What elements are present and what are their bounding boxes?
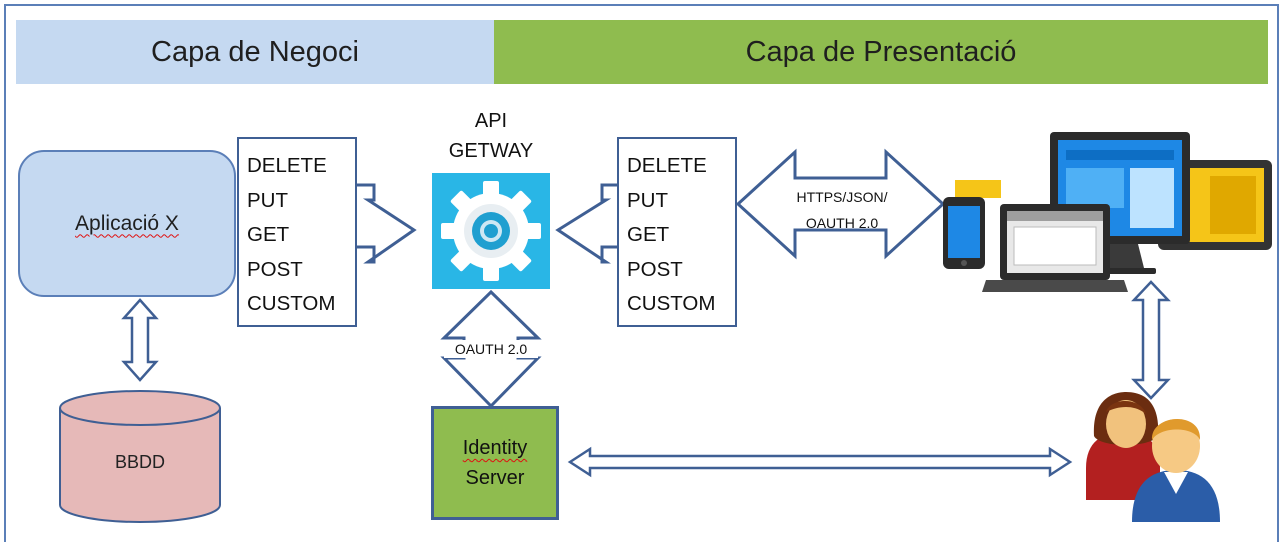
identity-server-box: Identity Server: [431, 406, 559, 520]
oauth-label: OAUTH 2.0: [444, 340, 538, 358]
method-custom: CUSTOM: [627, 292, 716, 315]
protocol-label-line1: HTTPS/JSON/: [796, 189, 888, 205]
devices-icon: [943, 132, 1272, 292]
method-custom: CUSTOM: [247, 292, 336, 315]
app-db-arrow: [121, 298, 159, 382]
method-get: GET: [627, 223, 670, 246]
application-box: Aplicació X: [18, 150, 236, 297]
business-layer-label: Capa de Negoci: [151, 35, 359, 68]
identity-server-line1: Identity: [462, 437, 528, 459]
presentation-layer-label: Capa de Presentació: [745, 35, 1017, 68]
method-post: POST: [627, 257, 683, 281]
gear-icon: [432, 173, 550, 289]
gateway-title-line2: GETWAY: [448, 140, 534, 162]
left-callout-arrow: [356, 183, 417, 264]
right-methods-box: DELETE PUT GET POST CUSTOM: [617, 137, 737, 327]
protocol-label: HTTPS/JSON/ OAUTH 2.0: [770, 184, 914, 236]
method-get: GET: [247, 223, 290, 246]
right-callout-arrow: [555, 183, 620, 264]
left-methods-box: DELETE PUT GET POST CUSTOM: [237, 137, 357, 327]
database-label: BBDD: [114, 452, 165, 472]
identity-users-arrow: [567, 446, 1073, 478]
method-put: PUT: [247, 188, 288, 212]
method-put: PUT: [627, 188, 668, 212]
protocol-label-line2: OAUTH 2.0: [805, 215, 879, 231]
method-post: POST: [247, 257, 303, 281]
business-layer-header: Capa de Negoci: [16, 20, 494, 84]
gateway-title-line1: API: [474, 110, 508, 132]
users-icon: [1086, 392, 1220, 522]
devices-users-arrow: [1131, 280, 1171, 400]
database-cylinder: [59, 390, 221, 523]
gateway-title: API GETWAY: [431, 106, 551, 166]
method-delete: DELETE: [247, 154, 327, 177]
method-delete: DELETE: [627, 154, 707, 177]
identity-server-line2: Server: [465, 467, 525, 489]
presentation-layer-header: Capa de Presentació: [494, 20, 1268, 84]
application-label: Aplicació X: [75, 211, 179, 235]
